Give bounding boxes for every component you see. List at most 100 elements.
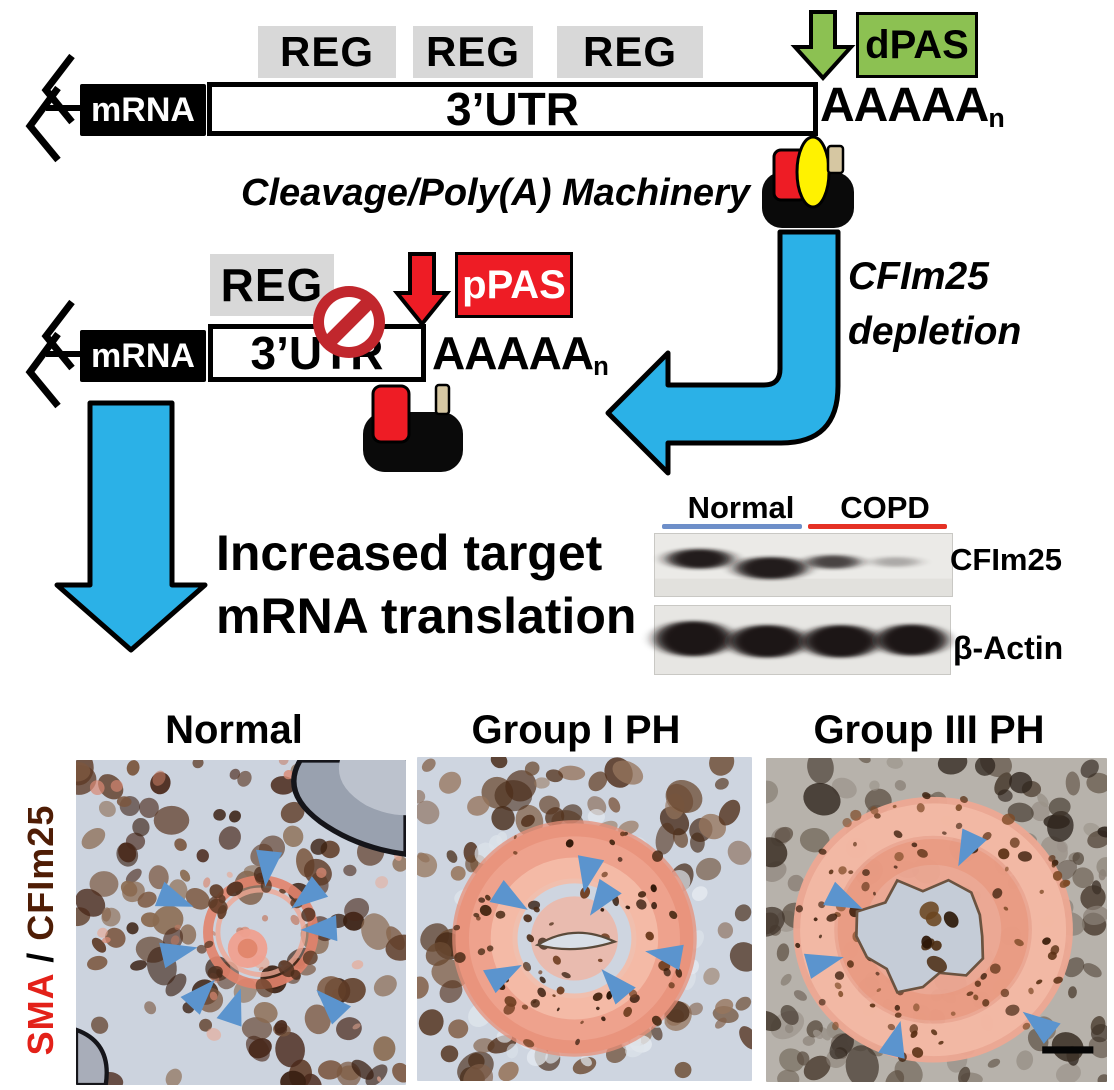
reg-label: REG bbox=[582, 28, 677, 75]
arrowhead-icon bbox=[291, 876, 329, 909]
tissue-blob bbox=[982, 832, 992, 841]
polya-tail: AAAAAn bbox=[820, 78, 1005, 134]
arrowhead-icon bbox=[878, 1021, 905, 1059]
tissue-blob bbox=[1048, 797, 1071, 817]
tissue-blob bbox=[887, 1023, 896, 1031]
tissue-blob bbox=[666, 779, 703, 813]
reg-box-1: REG bbox=[258, 26, 396, 78]
tissue-blob bbox=[438, 771, 462, 794]
tissue-blob bbox=[1052, 870, 1063, 881]
tissue-blob bbox=[675, 968, 683, 978]
blue-elbow-arrow-icon bbox=[605, 229, 841, 476]
tissue-blob bbox=[467, 795, 490, 816]
tissue-blob bbox=[1028, 987, 1034, 995]
tissue-blob bbox=[795, 942, 801, 948]
tissue-blob bbox=[862, 869, 870, 876]
tissue-blob bbox=[506, 1043, 519, 1059]
arrowhead-icon bbox=[159, 942, 198, 969]
tissue-blob bbox=[655, 822, 675, 855]
wb-blot-bactin bbox=[654, 605, 951, 675]
tissue-blob bbox=[620, 831, 626, 837]
tissue-blob bbox=[997, 789, 1013, 802]
tissue-blob bbox=[625, 905, 631, 910]
tissue-blob bbox=[601, 1016, 606, 1022]
tissue-blob bbox=[209, 898, 228, 914]
tissue-blob bbox=[491, 806, 515, 831]
tissue-blob bbox=[513, 835, 517, 840]
tissue-blob bbox=[1039, 889, 1044, 894]
wb-band bbox=[871, 556, 920, 567]
tissue-blob bbox=[848, 870, 854, 875]
tissue-blob bbox=[1082, 963, 1102, 978]
tissue-blob bbox=[617, 857, 623, 862]
depletion-caption: CFIm25 depletion bbox=[848, 250, 1021, 359]
tissue-blob bbox=[1001, 813, 1016, 825]
tissue-blob bbox=[987, 1058, 1001, 1068]
wb-label-cfim25: CFIm25 bbox=[950, 542, 1062, 577]
tissue-blob bbox=[777, 1069, 800, 1082]
tissue-blob bbox=[118, 842, 137, 863]
tissue-blob bbox=[674, 1061, 692, 1079]
tissue-blob bbox=[226, 871, 233, 878]
tissue-blob bbox=[663, 967, 671, 977]
wb-group-normal: Normal bbox=[687, 490, 795, 525]
tissue-blob bbox=[524, 761, 540, 776]
tissue-blob bbox=[304, 1004, 331, 1035]
tissue-blob bbox=[1051, 863, 1056, 868]
tissue-blob bbox=[425, 942, 452, 966]
tissue-blob bbox=[139, 797, 159, 819]
tissue-blob bbox=[1037, 793, 1049, 808]
tissue-blob bbox=[695, 857, 722, 881]
arrowhead-icon bbox=[180, 979, 215, 1015]
tissue-blob bbox=[1014, 938, 1024, 947]
tissue-blob bbox=[1009, 771, 1033, 794]
tissue-blob bbox=[625, 1041, 645, 1058]
tissue-blob bbox=[959, 796, 968, 803]
tissue-blob bbox=[81, 827, 106, 850]
tissue-blob bbox=[137, 891, 157, 908]
tissue-blob bbox=[637, 891, 647, 898]
tissue-blob bbox=[955, 804, 963, 812]
tissue-blob bbox=[392, 1062, 406, 1083]
tissue-blob bbox=[537, 987, 547, 998]
tissue-blob bbox=[229, 810, 241, 823]
tissue-blob bbox=[717, 922, 734, 939]
tissue-blob bbox=[1022, 1022, 1031, 1030]
tissue-blob bbox=[729, 942, 752, 972]
tissue-blob bbox=[446, 850, 458, 863]
blue-down-arrow-icon bbox=[54, 400, 208, 653]
tissue-blob bbox=[352, 1023, 361, 1030]
tissue-blob bbox=[592, 992, 603, 1002]
tissue-blob bbox=[478, 897, 486, 903]
vessel-ring bbox=[215, 887, 307, 977]
polya-sub: n bbox=[988, 103, 1004, 133]
tissue-blob bbox=[876, 988, 882, 993]
tissue-blob bbox=[766, 837, 788, 868]
tissue-blob bbox=[636, 899, 647, 910]
tissue-blob bbox=[886, 758, 904, 769]
tissue-blob bbox=[280, 801, 305, 824]
tissue-region bbox=[76, 1027, 109, 1085]
tissue-blob bbox=[523, 1039, 535, 1048]
tissue-blob bbox=[931, 1029, 938, 1036]
tissue-blob bbox=[937, 758, 968, 775]
wb-band bbox=[876, 624, 948, 656]
tissue-blob bbox=[994, 772, 1013, 796]
tissue-blob bbox=[587, 808, 606, 825]
tissue-blob bbox=[739, 1026, 752, 1050]
tissue-blob bbox=[152, 770, 166, 786]
reg-box-4: REG bbox=[210, 254, 334, 316]
tissue-blob bbox=[894, 780, 906, 791]
tissue-region bbox=[534, 931, 618, 951]
tissue-blob bbox=[87, 955, 108, 971]
wb-group-copd: COPD bbox=[840, 490, 930, 525]
tissue-blob bbox=[275, 1027, 288, 1036]
tissue-blob bbox=[417, 789, 426, 804]
tissue-blob bbox=[766, 780, 779, 804]
tissue-blob bbox=[911, 1047, 924, 1058]
tissue-blob bbox=[803, 1055, 831, 1081]
vessel-ring bbox=[490, 857, 659, 1020]
tissue-blob bbox=[260, 878, 272, 893]
tissue-blob bbox=[942, 831, 947, 835]
tissue-blob bbox=[575, 1038, 580, 1046]
